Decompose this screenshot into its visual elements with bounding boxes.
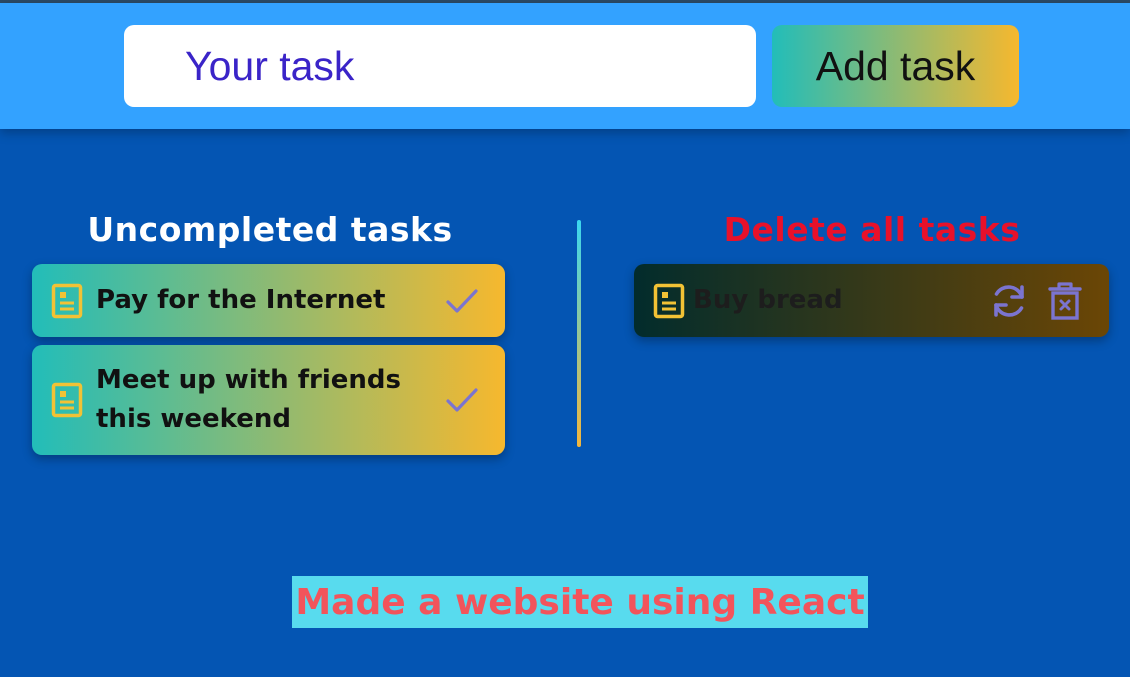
restore-icon[interactable] <box>989 281 1029 321</box>
add-task-button[interactable]: Add task <box>772 25 1019 107</box>
window-top-border <box>0 0 1130 3</box>
column-divider <box>577 220 581 447</box>
document-icon <box>653 283 685 318</box>
task-text: Buy bread <box>693 285 843 315</box>
task-form-header: Add task <box>0 3 1130 129</box>
uncompleted-tasks-heading: Uncompleted tasks <box>87 210 453 249</box>
task-input[interactable] <box>124 25 756 107</box>
document-icon <box>51 283 83 318</box>
delete-all-tasks-button[interactable]: Delete all tasks <box>723 210 1021 249</box>
footer-caption: Made a website using React <box>292 576 868 628</box>
completed-task-item: Buy bread <box>634 264 1109 337</box>
check-icon[interactable] <box>445 286 479 316</box>
trash-icon[interactable] <box>1048 281 1082 321</box>
uncompleted-task-item: Pay for the Internet <box>32 264 505 337</box>
document-icon <box>51 382 83 418</box>
task-text: Meet up with friends this weekend <box>96 365 401 434</box>
check-icon[interactable] <box>445 385 479 415</box>
task-text: Pay for the Internet <box>96 285 386 315</box>
uncompleted-task-item: Meet up with friends this weekend <box>32 345 505 455</box>
